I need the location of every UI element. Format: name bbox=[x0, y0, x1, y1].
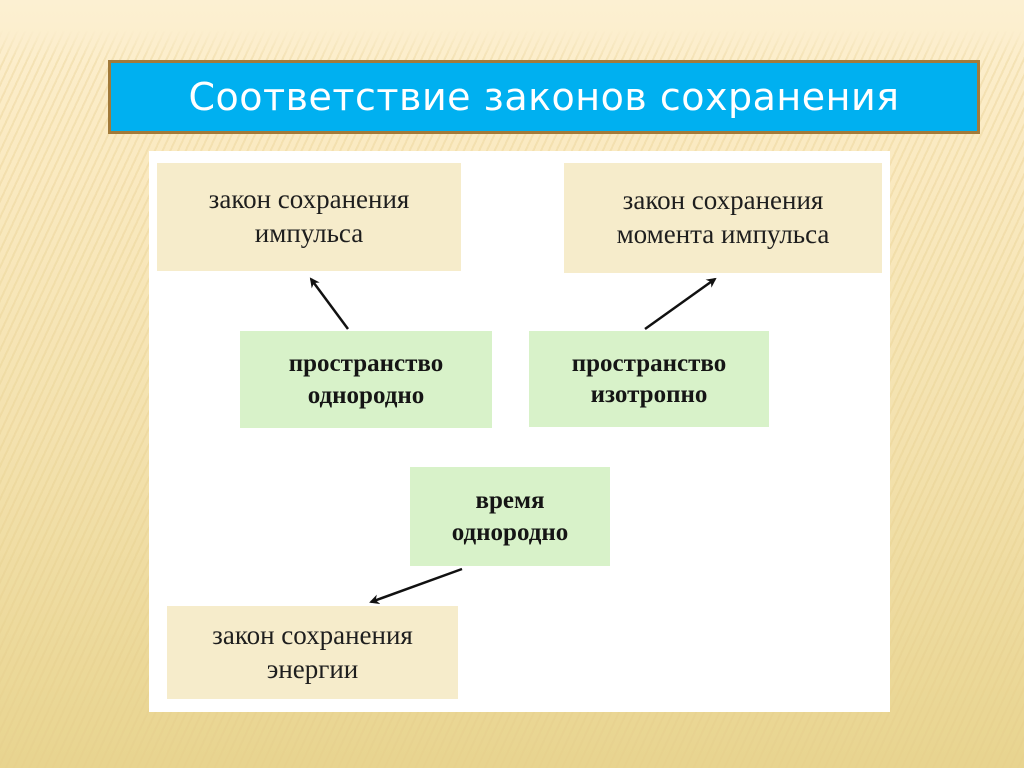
slide-title-box: Соответствие законов сохранения bbox=[108, 60, 980, 134]
condition-space-isotropic-line1: пространство bbox=[571, 349, 727, 377]
conservation-laws-diagram: закон сохранения импульса закон сохранен… bbox=[149, 151, 890, 712]
law-momentum-line2: импульса bbox=[254, 218, 364, 248]
condition-time-homogeneous-line1: время bbox=[475, 487, 545, 515]
condition-space-isotropic-line2: изотропно bbox=[590, 381, 708, 408]
law-box-angular-momentum: закон сохранения момента импульса bbox=[564, 163, 882, 273]
arrow-space-isotropic-to-angular-momentum-icon bbox=[644, 277, 717, 331]
law-angular-momentum-line2: момента импульса bbox=[616, 219, 830, 249]
law-box-energy: закон сохранения энергии bbox=[167, 606, 458, 699]
law-energy-line1: закон сохранения bbox=[212, 619, 413, 650]
condition-space-homogeneous-line1: пространство bbox=[288, 350, 444, 378]
condition-box-space-isotropic: пространство изотропно bbox=[529, 331, 769, 427]
condition-time-homogeneous-line2: однородно bbox=[451, 518, 569, 546]
condition-space-homogeneous-line2: однородно bbox=[307, 381, 425, 409]
law-momentum-line1: закон сохранения bbox=[208, 184, 410, 215]
arrow-time-homogeneous-to-energy-icon bbox=[369, 567, 463, 604]
law-angular-momentum-line1: закон сохранения bbox=[622, 185, 824, 216]
condition-box-space-homogeneous: пространство однородно bbox=[240, 331, 492, 428]
arrow-space-homogeneous-to-momentum-icon bbox=[309, 277, 350, 330]
law-box-momentum: закон сохранения импульса bbox=[157, 163, 461, 271]
law-energy-line2: энергии bbox=[266, 653, 359, 684]
condition-box-time-homogeneous: время однородно bbox=[410, 467, 610, 566]
slide-title: Соответствие законов сохранения bbox=[188, 75, 900, 119]
